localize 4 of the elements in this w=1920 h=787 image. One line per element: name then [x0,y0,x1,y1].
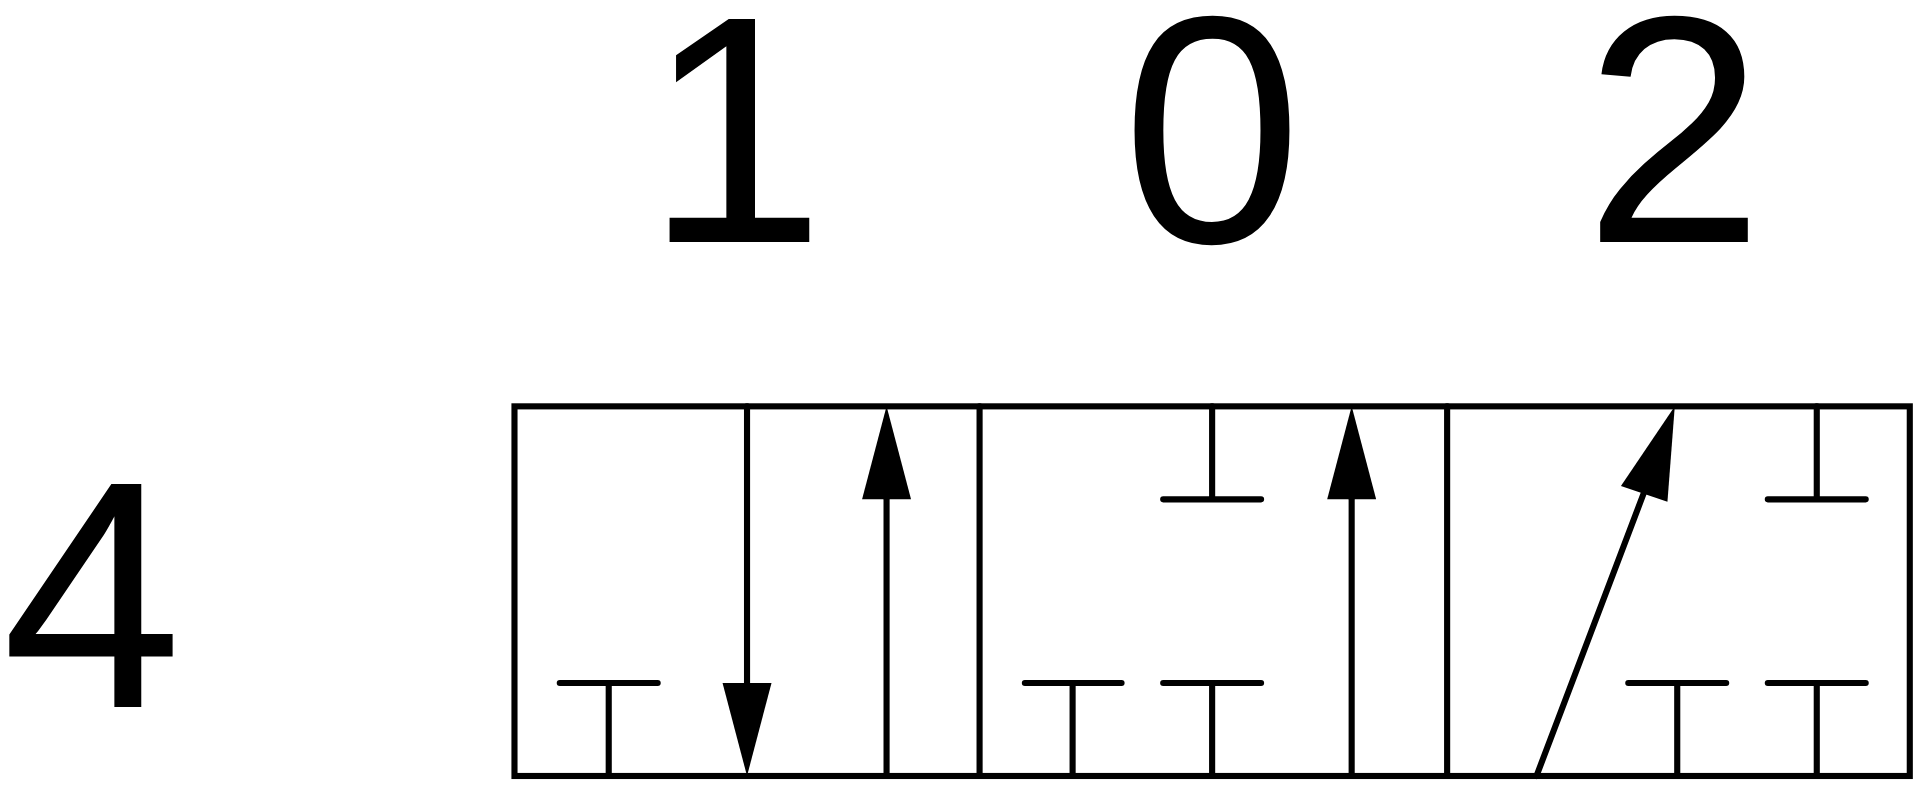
position-number: 4 [0,433,184,757]
position-number: 2 [1582,0,1766,292]
position-number: 1 [643,0,827,292]
position-number: 0 [1120,0,1304,292]
